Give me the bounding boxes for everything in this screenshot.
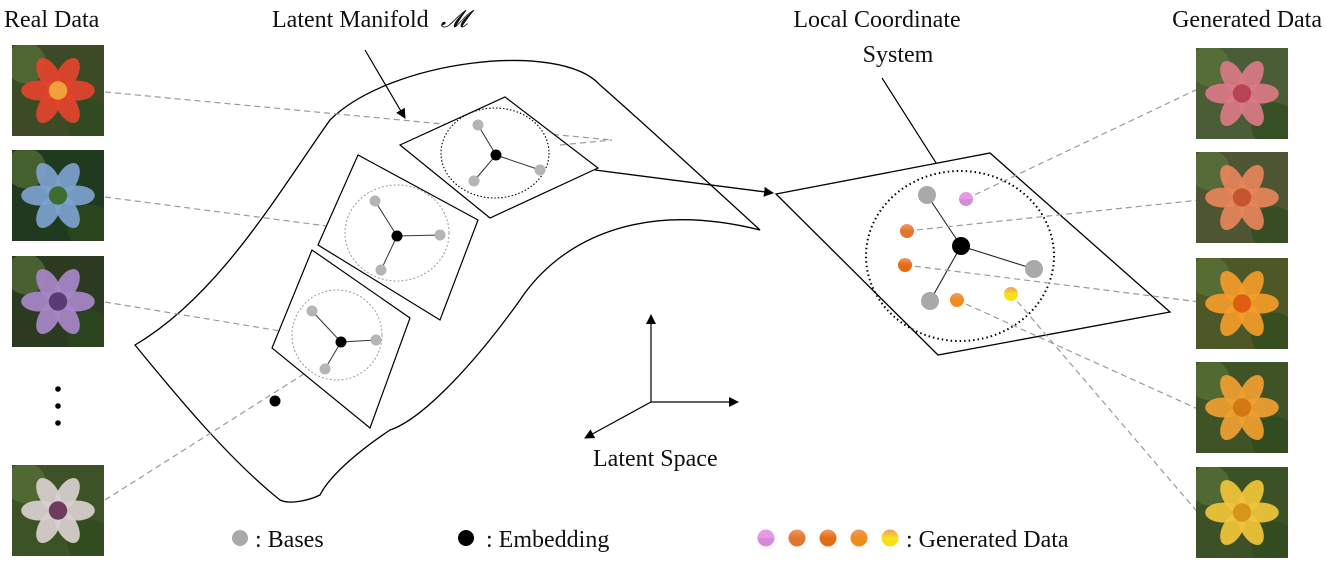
generated-data-dots: [898, 192, 1018, 307]
gen-connector-4: [956, 299, 1201, 411]
white-passionflower-image: [12, 465, 104, 556]
local-coordinate-title-line1: Local Coordinate: [793, 7, 960, 33]
ellipsis-dots: [55, 386, 61, 426]
legend-generated-dot-4: [850, 529, 868, 547]
legend-generated-dot-1: [757, 529, 775, 547]
generated-orange-pink-flower-image: [1196, 152, 1288, 243]
real-data-images: [12, 45, 104, 556]
legend-embedding-label: : Embedding: [486, 527, 609, 553]
generated-data-images: [1196, 48, 1288, 558]
generated-orange-flower-image: [1196, 258, 1288, 349]
tangent-plane-2: [317, 154, 479, 321]
blue-passionflower-image: [12, 150, 104, 241]
local-coordinate-title-line2: System: [863, 42, 934, 68]
legend-embedding-dot: [458, 530, 474, 546]
legend-generated-dots: [757, 529, 899, 547]
generated-dot-1: [959, 192, 973, 206]
real-connector-4: [104, 364, 319, 501]
tangent-plane-1: [271, 249, 411, 429]
plane3-connector: [559, 139, 613, 146]
local-coordinate-plane: [774, 152, 1172, 356]
legend-generated-dot-3: [819, 529, 837, 547]
standalone-embedding-dot: [269, 395, 281, 407]
generated-dot-4: [950, 293, 964, 307]
legend-generated-dot-5: [881, 529, 899, 547]
latent-manifold-title: Latent Manifold 𝓜: [272, 7, 475, 33]
axis-y: [584, 401, 652, 439]
generated-dot-5: [1004, 287, 1018, 301]
gen-connector-2: [906, 199, 1201, 232]
plane-to-local-arrow: [594, 169, 774, 197]
legend-generated-dot-2: [788, 529, 806, 547]
generated-yellow-flower-image: [1196, 467, 1288, 558]
latent-space-axes: [584, 314, 739, 439]
generated-data-connectors: [904, 87, 1201, 516]
generated-dot-2: [900, 224, 914, 238]
red-flower-image: [12, 45, 104, 136]
manifold-symbol: 𝓜: [441, 7, 475, 33]
gen-connector-5: [1010, 293, 1201, 516]
generated-dot-3: [898, 258, 912, 272]
real-data-title: Real Data: [4, 7, 100, 33]
generated-pink-flower-image: [1196, 48, 1288, 139]
legend-generated-label: : Generated Data: [906, 527, 1069, 553]
legend: : Bases : Embedding : Generated Data: [232, 527, 1069, 553]
legend-bases-label: : Bases: [255, 527, 324, 553]
legend-base-dot: [232, 530, 248, 546]
purple-passionflower-image: [12, 256, 104, 347]
real-connector-2: [104, 196, 389, 235]
generated-yellow-orange-flower-image: [1196, 362, 1288, 453]
manifold-pointer-arrow: [364, 49, 406, 119]
tangent-plane-3: [398, 96, 600, 219]
generated-data-title: Generated Data: [1172, 7, 1322, 33]
latent-space-label: Latent Space: [593, 446, 718, 472]
gen-connector-1: [965, 87, 1201, 200]
